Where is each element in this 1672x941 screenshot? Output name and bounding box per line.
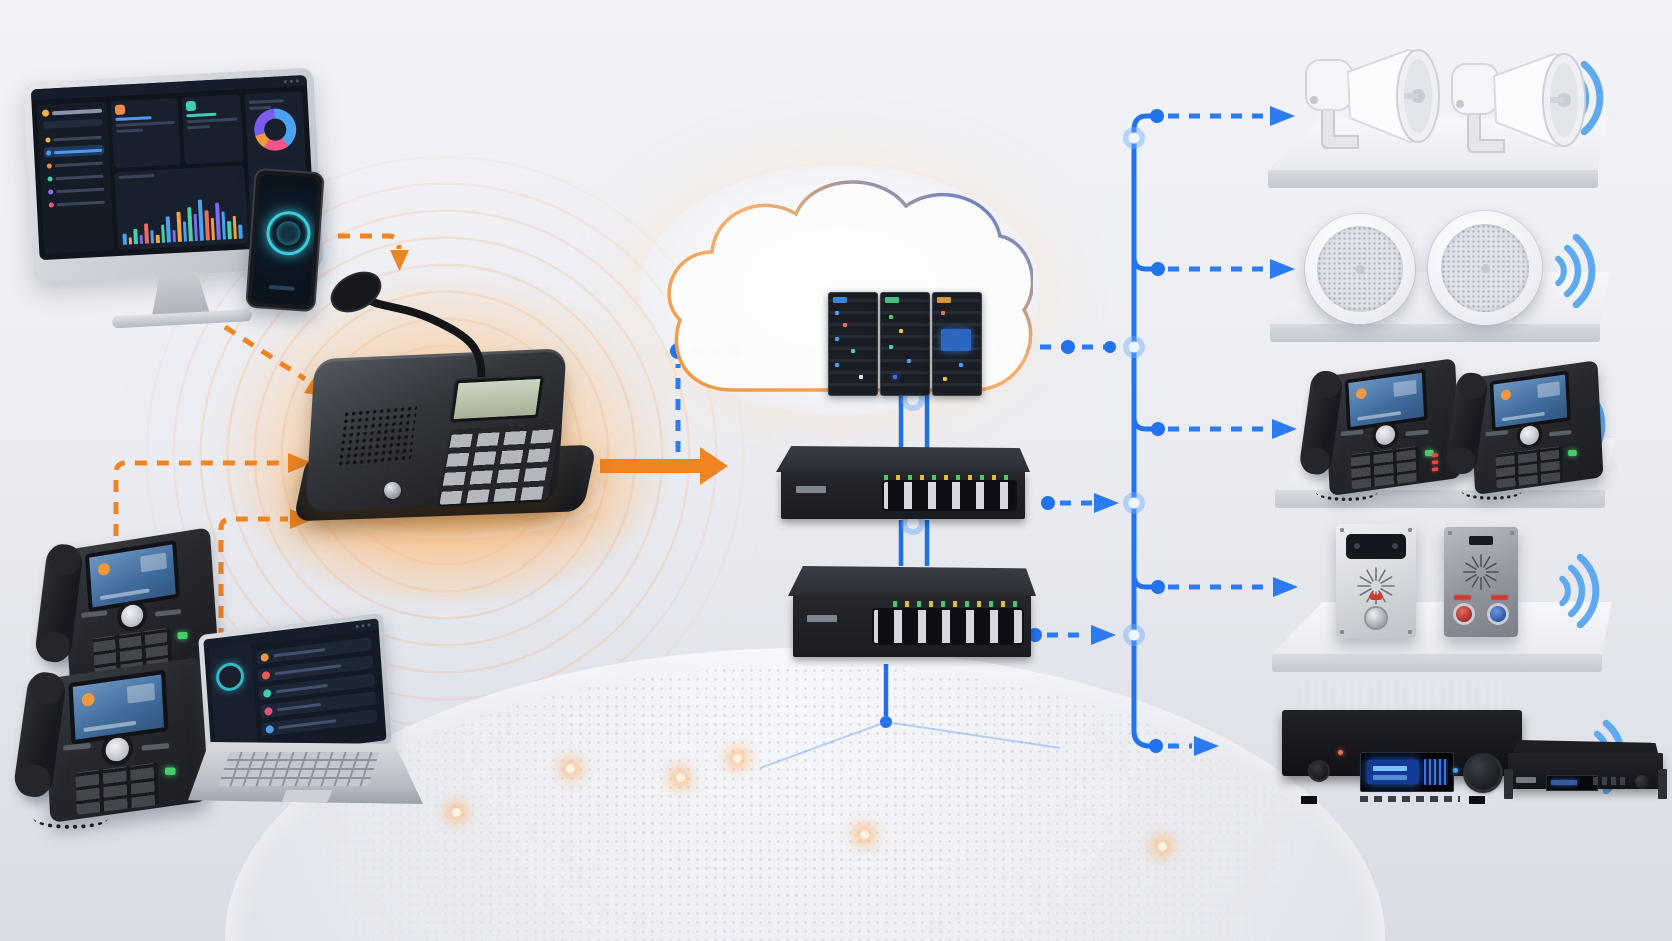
phone-cord [33, 808, 108, 829]
amp-display-window [1360, 752, 1454, 792]
server-rack [932, 292, 982, 396]
phone-cord [1461, 483, 1522, 500]
wave-ceiling-speakers [1555, 233, 1596, 309]
sip-desk-phone [1298, 358, 1463, 502]
management-laptop [188, 612, 423, 814]
switch-port-leds [892, 601, 1022, 608]
network-switch-2 [788, 566, 1036, 668]
phone-cord [1315, 483, 1378, 502]
dashboard-sidebar [36, 101, 115, 254]
globe-glow-dot [452, 808, 461, 817]
dashboard-search [42, 118, 103, 129]
monitor-stand [150, 271, 210, 316]
intercom-camera [1345, 534, 1407, 560]
amp-led [1453, 768, 1458, 773]
desk-phone-b [12, 656, 210, 829]
terminal-display [1546, 775, 1598, 791]
orange-dashed-links [113, 233, 402, 640]
horn-speaker [1305, 48, 1440, 149]
shelf-door-intercoms [1272, 602, 1612, 672]
laptop-keyboard [218, 752, 380, 786]
horn-speaker [1451, 52, 1586, 153]
console-speaker-grille [336, 404, 418, 470]
terminal-knob [1635, 775, 1649, 789]
ceiling-speaker [1305, 214, 1415, 324]
phone-green-led [177, 631, 188, 640]
globe-network-lines [759, 721, 1061, 769]
intercom-center-button [1490, 605, 1506, 622]
backbone-double-lines [883, 390, 930, 716]
globe-glow-dot [733, 754, 742, 763]
terminal-buttons [1593, 777, 1627, 785]
red-label [1454, 594, 1471, 600]
paging-console [288, 250, 618, 550]
globe-glow-dot [566, 764, 575, 773]
sidebar-item [43, 132, 103, 145]
audio-terminal-unit [1504, 740, 1667, 799]
amp-volume-knob [1466, 756, 1500, 790]
intercom-speaker-holes [1357, 567, 1395, 605]
wave-door-intercoms [1559, 553, 1600, 629]
red-label [1491, 594, 1508, 600]
intercom-speaker-holes [1463, 554, 1499, 590]
sidebar-item [47, 197, 107, 210]
network-switch-1 [776, 446, 1030, 526]
console-round-button [384, 482, 401, 499]
bar-chart [120, 180, 243, 245]
dashboard-card [181, 94, 244, 165]
globe-glow-dot [860, 830, 869, 839]
distribution-trunk-line [1131, 113, 1160, 749]
sidebar-item-active [43, 144, 105, 158]
ceiling-speaker [1428, 211, 1542, 325]
globe-glow-dot [676, 773, 685, 782]
server-rack [880, 292, 930, 396]
laptop-app-sidebar [209, 644, 259, 757]
switch-port-block [873, 609, 1022, 644]
call-icon [1369, 591, 1383, 601]
intercom-talk-button [1456, 605, 1472, 622]
monitor-base [111, 309, 253, 329]
power-amplifier [1282, 678, 1522, 804]
sidebar-item [45, 171, 105, 184]
terminal-brand-plate [1516, 777, 1536, 783]
globe-glow-dot [1158, 842, 1167, 851]
amp-led [1338, 750, 1343, 755]
switch-brand-plate [807, 614, 838, 622]
sidebar-item [46, 184, 106, 197]
phone-green-led [164, 767, 176, 775]
amp-blue-lcd [1367, 760, 1419, 784]
phone-green-led [1568, 450, 1577, 457]
phone-green-led [1424, 450, 1434, 457]
amp-small-knob [1310, 762, 1328, 780]
console-keypad [439, 423, 561, 505]
blue-arrowheads [1091, 106, 1298, 756]
intercom-mic-slot [1469, 535, 1493, 545]
intercom-call-button [1366, 607, 1386, 628]
bar-chart-card [114, 165, 248, 251]
switch-brand-plate [795, 486, 826, 494]
console-lcd-display [450, 375, 544, 423]
switch-port-block [883, 481, 1016, 510]
door-intercom-dark [1444, 527, 1518, 637]
dashboard-card [110, 97, 182, 169]
server-rack [828, 292, 878, 396]
sidebar-item [45, 158, 105, 171]
dashboard-logo [41, 107, 103, 117]
switch-port-leds [883, 474, 1016, 481]
sip-desk-phone [1444, 360, 1605, 500]
door-intercom-silver [1336, 524, 1416, 638]
laptop-trackpad [281, 790, 333, 802]
donut-chart [253, 107, 298, 152]
amp-eq-panel [1424, 759, 1448, 785]
